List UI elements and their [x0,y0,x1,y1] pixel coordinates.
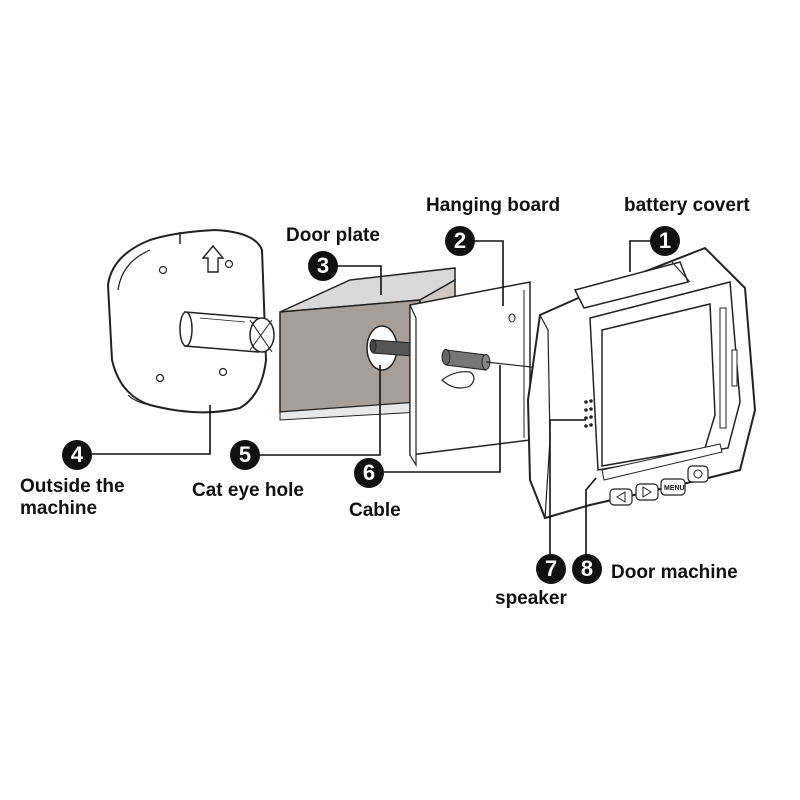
badge-5: 5 [230,440,260,470]
power-icon [693,469,703,479]
label-outside-the-machine: Outside the machine [20,476,125,519]
label-speaker: speaker [495,588,567,609]
label-door-machine: Door machine [611,562,738,583]
label-door-plate: Door plate [286,225,380,246]
menu-button [660,478,686,496]
hanging-board [409,281,541,468]
badge-1: 1 [650,226,680,256]
badge-7: 7 [536,554,566,584]
outside-unit [106,228,275,414]
device-buttons: MENU [609,465,709,506]
cable-rod [369,339,413,357]
badge-3: 3 [308,251,338,281]
label-battery-covert: battery covert [624,195,750,216]
up-arrow-icon [201,244,225,273]
badge-4: 4 [62,440,92,470]
speaker-grille [584,399,593,428]
badge-2: 2 [445,226,475,256]
power-button [687,465,709,483]
label-hanging-board: Hanging board [426,195,561,216]
left-arrow-icon [616,491,626,503]
menu-button-label: MENU [664,485,685,492]
leader-lines [92,240,654,555]
label-cat-eye-hole: Cat eye hole [192,480,304,501]
door-machine: MENU [526,246,757,520]
right-arrow-icon [642,486,652,498]
badge-8: 8 [572,554,602,584]
label-cable: Cable [349,500,401,521]
badge-6: 6 [354,458,384,488]
